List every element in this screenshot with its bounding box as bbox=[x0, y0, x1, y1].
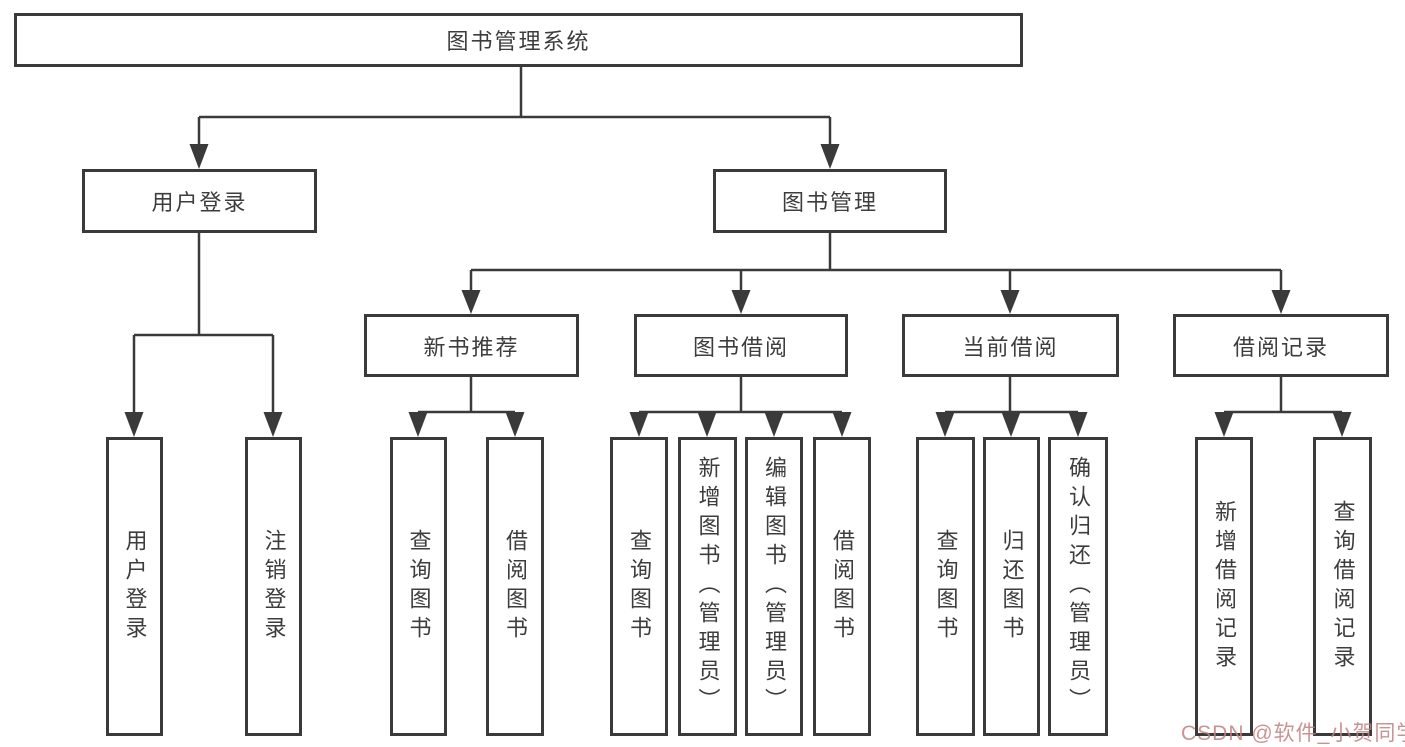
leaf-logout-login: 注销登录 bbox=[245, 437, 302, 736]
node-label: 归还图书 bbox=[999, 528, 1025, 645]
node-label: 当前借阅 bbox=[962, 334, 1059, 360]
connector-root-to-level2 bbox=[197, 67, 832, 146]
connector-book-management-to-level3 bbox=[469, 233, 1283, 291]
arrow-icon bbox=[764, 412, 784, 437]
node-label: 查询借阅记录 bbox=[1330, 499, 1356, 674]
node-label: 新增图书（管理员） bbox=[695, 456, 721, 717]
node-new-book-recommend: 新书推荐 bbox=[364, 314, 579, 377]
arrow-icon bbox=[1001, 412, 1021, 437]
arrow-icon bbox=[1332, 412, 1352, 437]
arrow-icon bbox=[189, 144, 209, 169]
arrow-icon bbox=[1068, 412, 1088, 437]
arrow-icon bbox=[505, 412, 525, 437]
leaf-query-borrow-record: 查询借阅记录 bbox=[1313, 437, 1372, 736]
leaf-borrow-books-recommend: 借阅图书 bbox=[486, 437, 544, 736]
leaf-query-books-recommend: 查询图书 bbox=[390, 437, 447, 736]
arrow-icon bbox=[1271, 290, 1291, 314]
node-label: 借阅图书 bbox=[830, 528, 855, 645]
arrow-icon bbox=[1214, 412, 1234, 437]
node-label: 图书管理系统 bbox=[446, 29, 591, 54]
arrow-icon bbox=[629, 412, 649, 437]
node-label: 查询图书 bbox=[406, 528, 432, 645]
arrow-icon bbox=[935, 412, 955, 437]
node-label: 用户登录 bbox=[122, 528, 148, 645]
node-label: 图书借阅 bbox=[692, 334, 789, 360]
node-label: 新增借阅记录 bbox=[1212, 499, 1237, 674]
arrow-icon bbox=[408, 412, 428, 437]
leaf-query-books-borrow: 查询图书 bbox=[610, 437, 668, 736]
node-label: 新书推荐 bbox=[423, 334, 520, 360]
node-label: 借阅记录 bbox=[1232, 334, 1329, 360]
node-borrow-records: 借阅记录 bbox=[1173, 314, 1389, 377]
node-label: 确认归还（管理员） bbox=[1066, 456, 1091, 717]
arrow-icon bbox=[820, 144, 840, 169]
leaf-edit-book-admin: 编辑图书（管理员） bbox=[745, 437, 803, 736]
node-label: 查询图书 bbox=[627, 528, 652, 645]
connector-new-book-to-leaves bbox=[416, 377, 517, 415]
node-label: 查询图书 bbox=[933, 528, 959, 645]
arrow-icon bbox=[124, 412, 144, 437]
arrow-icon bbox=[263, 412, 283, 437]
node-label: 图书管理 bbox=[781, 190, 878, 215]
leaf-borrow-books: 借阅图书 bbox=[813, 437, 871, 736]
node-label: 借阅图书 bbox=[503, 528, 528, 645]
connector-current-borrow-to-leaves bbox=[943, 377, 1080, 415]
node-label: 编辑图书（管理员） bbox=[762, 456, 787, 717]
leaf-user-login: 用户登录 bbox=[106, 437, 163, 736]
watermark: CSDN @软件_小贺同学 bbox=[1181, 722, 1405, 745]
node-label: 注销登录 bbox=[261, 528, 287, 645]
node-book-management: 图书管理 bbox=[713, 169, 947, 233]
arrow-icon bbox=[832, 412, 852, 437]
connector-book-borrow-to-leaves bbox=[637, 377, 844, 415]
node-user-login: 用户登录 bbox=[82, 169, 317, 233]
arrow-icon bbox=[731, 290, 751, 314]
node-current-borrow: 当前借阅 bbox=[902, 314, 1119, 377]
connector-borrow-records-to-leaves bbox=[1222, 377, 1344, 415]
connector-user-login-to-leaves bbox=[132, 233, 275, 414]
leaf-add-book-admin: 新增图书（管理员） bbox=[678, 437, 737, 736]
leaf-add-borrow-record: 新增借阅记录 bbox=[1195, 437, 1253, 736]
arrow-icon bbox=[697, 412, 717, 437]
node-library-management-system: 图书管理系统 bbox=[14, 13, 1023, 67]
arrow-icon bbox=[1000, 290, 1020, 314]
leaf-return-book: 归还图书 bbox=[983, 437, 1040, 736]
node-label: 用户登录 bbox=[151, 190, 248, 215]
arrow-icon bbox=[461, 290, 481, 314]
node-book-borrow: 图书借阅 bbox=[634, 314, 848, 377]
leaf-confirm-return-admin: 确认归还（管理员） bbox=[1048, 437, 1108, 736]
leaf-query-books-current: 查询图书 bbox=[916, 437, 975, 736]
